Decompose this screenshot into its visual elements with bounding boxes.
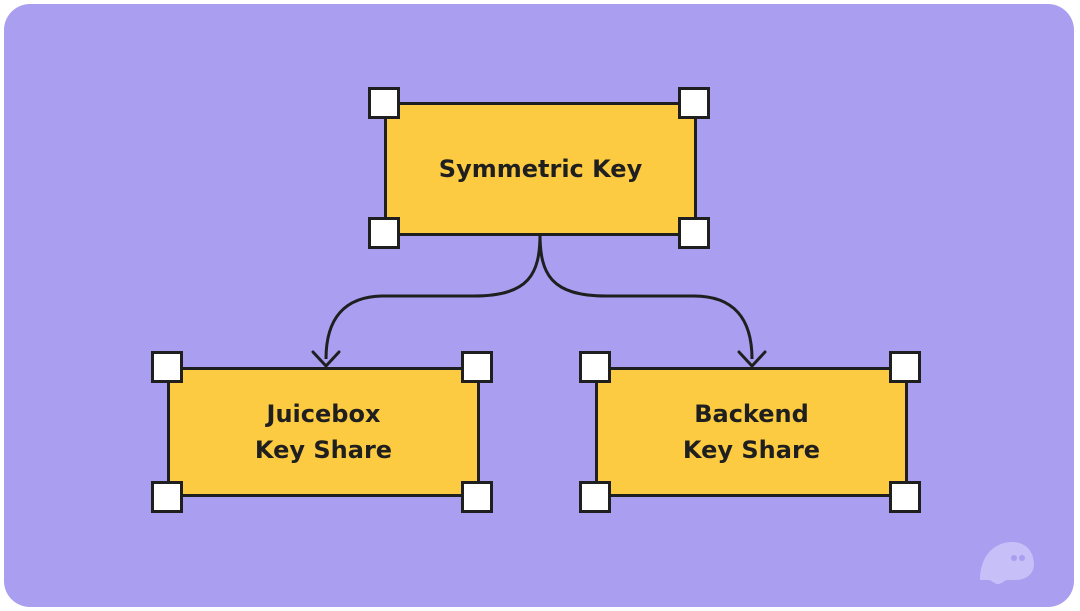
resize-handle-icon[interactable] (461, 481, 493, 513)
resize-handle-icon[interactable] (151, 481, 183, 513)
resize-handle-icon[interactable] (461, 351, 493, 383)
node-backend-key-share[interactable]: Backend Key Share (595, 367, 908, 497)
node-label: Symmetric Key (438, 155, 643, 183)
resize-handle-icon[interactable] (678, 217, 710, 249)
edge-symmetric-to-juicebox (324, 233, 542, 360)
resize-handle-icon[interactable] (889, 481, 921, 513)
diagram-canvas: Symmetric Key Juicebox Key Share Backend… (4, 4, 1074, 607)
ghost-logo-icon (980, 542, 1034, 584)
resize-handle-icon[interactable] (579, 351, 611, 383)
node-juicebox-key-share[interactable]: Juicebox Key Share (167, 367, 480, 497)
resize-handle-icon[interactable] (368, 217, 400, 249)
node-label: Backend Key Share (682, 400, 821, 464)
arrowhead-juicebox-icon (311, 350, 341, 368)
resize-handle-icon[interactable] (678, 87, 710, 119)
connectors (311, 233, 767, 368)
arrowhead-backend-icon (737, 350, 767, 368)
edge-symmetric-to-backend (538, 233, 754, 360)
resize-handle-icon[interactable] (151, 351, 183, 383)
node-symmetric-key[interactable]: Symmetric Key (384, 102, 697, 236)
node-label: Juicebox Key Share (254, 400, 393, 464)
resize-handle-icon[interactable] (579, 481, 611, 513)
resize-handle-icon[interactable] (889, 351, 921, 383)
resize-handle-icon[interactable] (368, 87, 400, 119)
